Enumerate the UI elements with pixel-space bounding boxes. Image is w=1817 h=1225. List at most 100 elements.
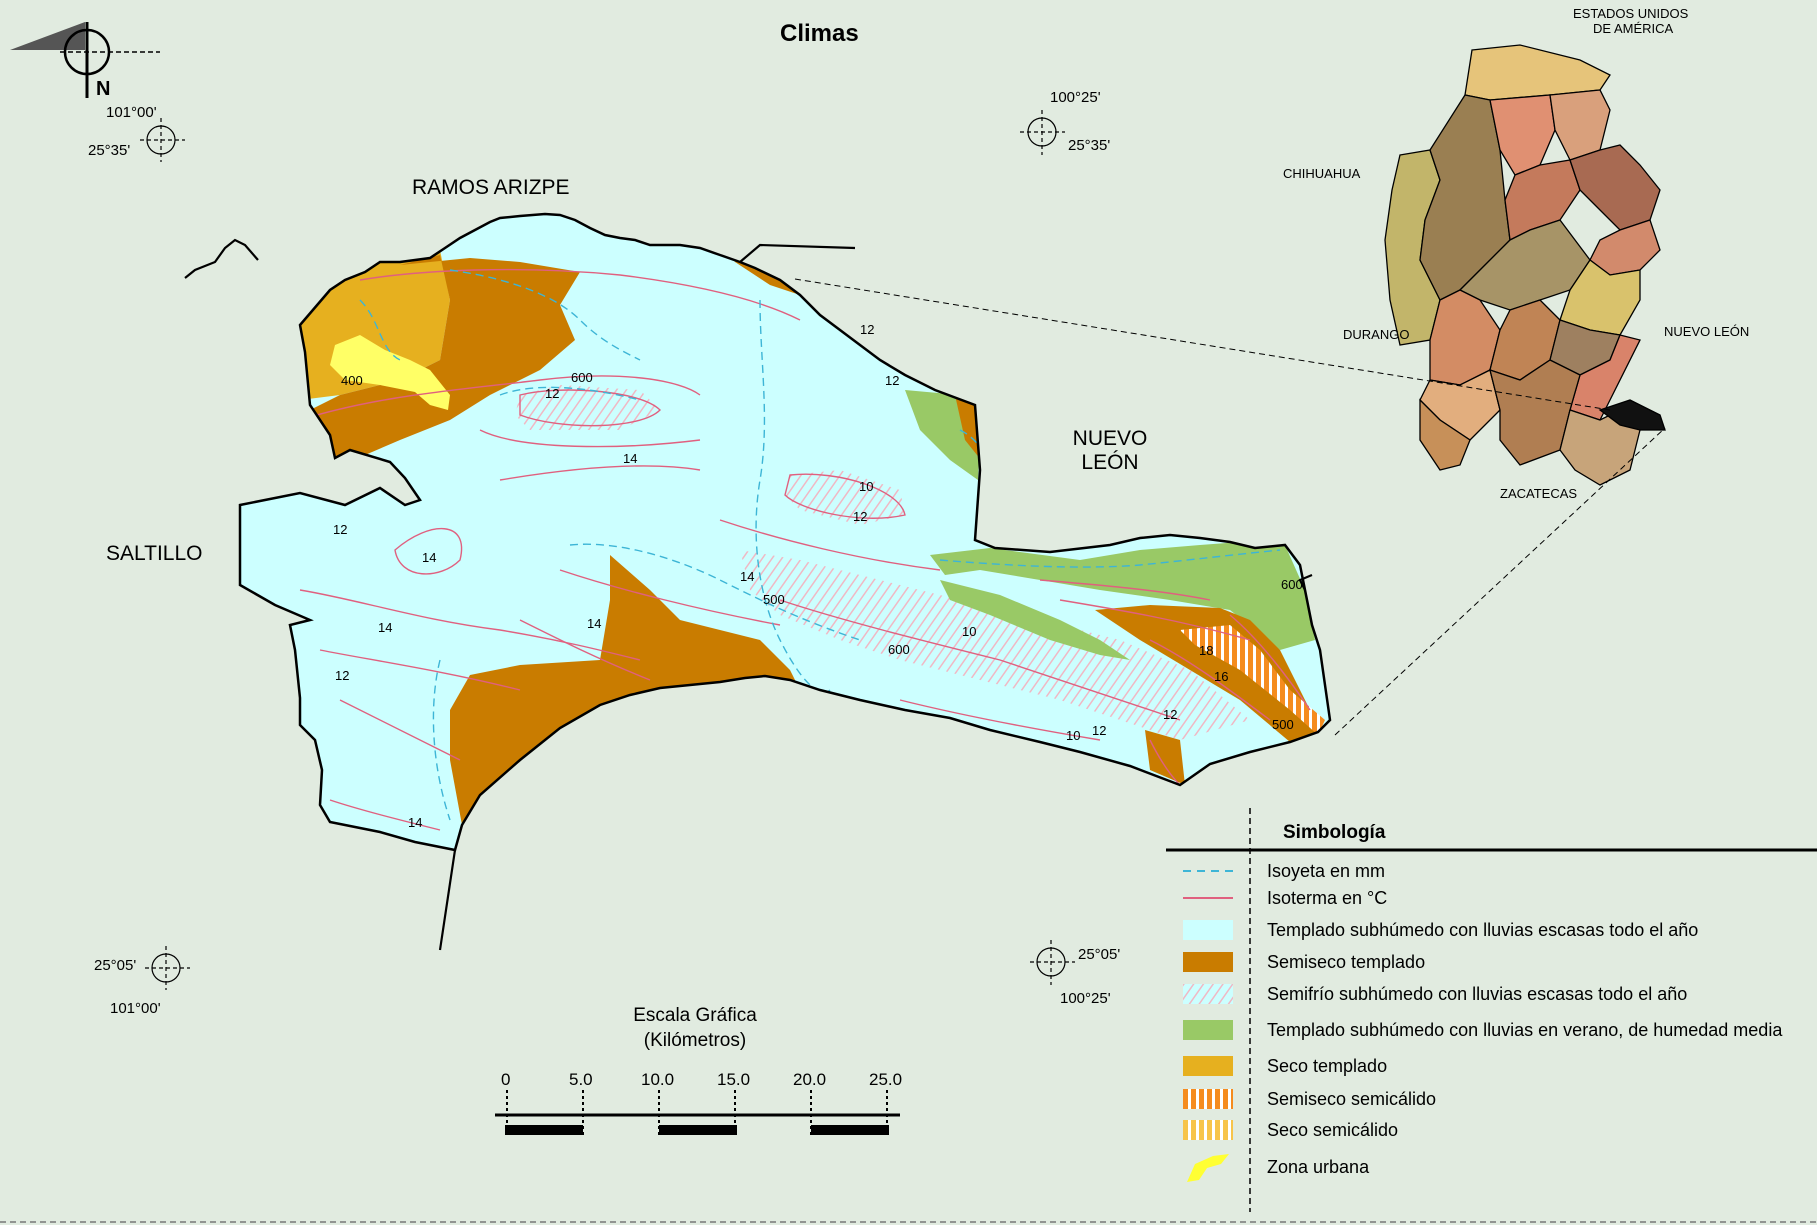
north-arrow: [10, 22, 160, 98]
scale-tick-label: 20.0: [793, 1070, 827, 1089]
inset-label-zacatecas: ZACATECAS: [1500, 486, 1578, 501]
scale-tick-label: 25.0: [869, 1070, 903, 1089]
legend-swatch-fill: [1183, 1020, 1233, 1040]
zone-urban: [330, 335, 450, 410]
contour-label: 600: [1281, 577, 1303, 592]
contour-label: 16: [1214, 669, 1229, 684]
legend-item-zona-urbana: Zona urbana: [1183, 1150, 1803, 1184]
legend-swatch-fill: [1183, 920, 1233, 940]
coordinate-crosshairs: [140, 110, 1075, 990]
legend-item-seco-templado: Seco templado: [1183, 1051, 1803, 1081]
north-label: N: [96, 78, 111, 100]
coord-se-lat: 25°05': [1078, 946, 1121, 963]
legend-item-semifrio: Semifrío subhúmedo con lluvias escasas t…: [1183, 979, 1803, 1009]
legend-frame: [1166, 808, 1817, 1212]
scale-title-2: (Kilómetros): [643, 1030, 747, 1051]
contour-label: 12: [545, 386, 560, 401]
scale-tick-label: 10.0: [641, 1070, 675, 1089]
climate-zones: [240, 214, 1330, 850]
legend-swatch-fill: [1183, 1056, 1233, 1076]
contour-label: 14: [422, 550, 437, 565]
isotherm-lines: [299, 268, 1311, 831]
scale-tick-label: 5.0: [569, 1070, 593, 1089]
legend-item-templado-subhumedo: Templado subhúmedo con lluvias escasas t…: [1183, 915, 1803, 945]
scale-tick-label: 15.0: [717, 1070, 751, 1089]
contour-label: 14: [740, 569, 755, 584]
inset-label-nuevo-leon: NUEVO LEÓN: [1664, 324, 1750, 339]
coord-sw-lat: 25°05': [94, 957, 137, 974]
place-nuevo-leon-1: NUEVO: [1072, 427, 1148, 450]
municipality-boundary: [238, 212, 1332, 852]
scale-tick-label: 0: [501, 1070, 511, 1089]
zone-semiseco-east-band: [1095, 605, 1320, 742]
contour-label: 12: [335, 668, 350, 683]
legend-label: Templado subhúmedo con lluvias escasas t…: [1267, 919, 1699, 940]
coord-se-lon: 100°25': [1060, 990, 1111, 1007]
inset-label-chihuahua: CHIHUAHUA: [1283, 166, 1361, 181]
zone-semifrio-3: [740, 550, 1250, 740]
contour-label: 10: [859, 479, 874, 494]
contour-label: 10: [962, 624, 977, 639]
contour-label: 14: [587, 616, 602, 631]
inset-region-saltillo-black: [1598, 399, 1666, 431]
contour-label: 600: [888, 642, 910, 657]
contour-label: 12: [885, 373, 900, 388]
contour-label: 600: [571, 370, 593, 385]
coord-nw-lon: 101°00': [106, 104, 157, 121]
inset-region-sw-3: [1419, 398, 1471, 471]
zone-templado-verano-east-2: [930, 542, 1315, 650]
contour-label: 500: [1272, 717, 1294, 732]
inset-region-south-3: [1559, 409, 1641, 486]
legend-item-semiseco-semicalido: Semiseco semicálido: [1183, 1084, 1803, 1114]
legend-label: Semiseco semicálido: [1267, 1088, 1437, 1109]
legend-label: Zona urbana: [1267, 1156, 1370, 1177]
map-title: Climas: [780, 20, 859, 47]
zone-semifrio-2: [785, 470, 905, 525]
contour-label: 12: [860, 322, 875, 337]
legend-title: Simbología: [1283, 822, 1386, 843]
place-nuevo-leon-2: LEÓN: [1081, 451, 1139, 474]
contour-label: 14: [378, 620, 393, 635]
boundary-extensions: [184, 238, 1313, 951]
contour-label: 12: [1163, 707, 1178, 722]
inset-state-map: [1384, 44, 1666, 486]
zone-semiseco-south-small: [1145, 730, 1185, 785]
legend-swatch-line: [1183, 888, 1233, 908]
coord-nw-lat: 25°35': [88, 142, 131, 159]
legend-item-seco-semicalido: Seco semicálido: [1183, 1115, 1803, 1145]
legend-swatch-urban: [1183, 1150, 1233, 1184]
place-ramos-arizpe: RAMOS ARIZPE: [412, 176, 570, 199]
legend-label: Seco semicálido: [1267, 1119, 1399, 1140]
scale-bar: [495, 1090, 900, 1135]
legend-label: Isoterma en °C: [1267, 887, 1388, 908]
legend-item-isoterma: Isoterma en °C: [1183, 883, 1803, 913]
inset-label-durango: DURANGO: [1343, 327, 1410, 342]
legend-swatch-dash: [1183, 861, 1233, 881]
contour-label: 500: [763, 592, 785, 607]
legend-item-templado-verano: Templado subhúmedo con lluvias en verano…: [1183, 1015, 1803, 1045]
inset-label-usa-2: DE AMÉRICA: [1593, 21, 1674, 36]
contour-label: 14: [623, 451, 638, 466]
legend-swatch-hatch: [1183, 984, 1233, 1004]
legend-label: Templado subhúmedo con lluvias en verano…: [1267, 1019, 1783, 1040]
legend-item-isoyeta: Isoyeta en mm: [1183, 856, 1803, 886]
zone-semiseco-nw: [310, 255, 580, 470]
legend-swatch-fill: [1183, 952, 1233, 972]
contour-label: 12: [1092, 723, 1107, 738]
contour-label: 12: [853, 509, 868, 524]
inset-region-east-2: [1589, 219, 1661, 276]
legend-item-semiseco-templado: Semiseco templado: [1183, 947, 1803, 977]
contour-label: 400: [341, 373, 363, 388]
coord-ne-lon: 100°25': [1050, 89, 1101, 106]
zone-semiseco-semicalido-east: [1180, 625, 1325, 735]
zone-semifrio-1: [515, 385, 660, 430]
legend-label: Isoyeta en mm: [1267, 860, 1386, 881]
coord-ne-lat: 25°35': [1068, 137, 1111, 154]
legend-label: Semifrío subhúmedo con lluvias escasas t…: [1267, 983, 1688, 1004]
legend-swatch-stripe: [1183, 1089, 1233, 1109]
contour-label: 12: [333, 522, 348, 537]
legend-swatch-stripe: [1183, 1120, 1233, 1140]
inset-label-usa-1: ESTADOS UNIDOS: [1573, 6, 1689, 21]
